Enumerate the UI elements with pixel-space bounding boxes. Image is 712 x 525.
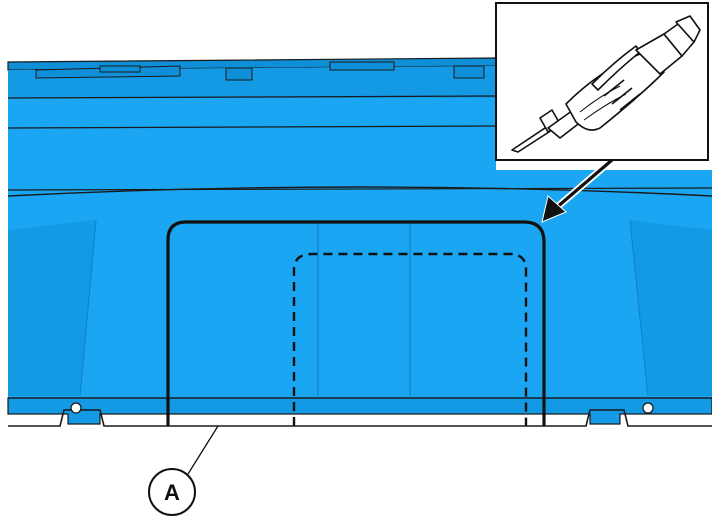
callout-a-circle: [148, 468, 196, 516]
callout-a: A: [148, 425, 219, 516]
bumper-lower-fascia: [8, 200, 712, 398]
cut-outline-solid: [166, 220, 546, 426]
bumper-upper-face: [8, 66, 712, 200]
leader-arrow-icon: [541, 156, 616, 223]
mounting-holes: [70, 402, 654, 414]
air-saw-tool-icon: [511, 15, 701, 153]
bumper-lower-lip: [7, 397, 712, 425]
bumper-cover: [7, 57, 712, 427]
tool-inset: [495, 2, 709, 161]
callout-a-label: A: [164, 480, 180, 505]
top-clip-tabs: [35, 61, 485, 81]
bumper-contour-lines: [7, 95, 712, 191]
callout-a-leader: [187, 425, 219, 475]
